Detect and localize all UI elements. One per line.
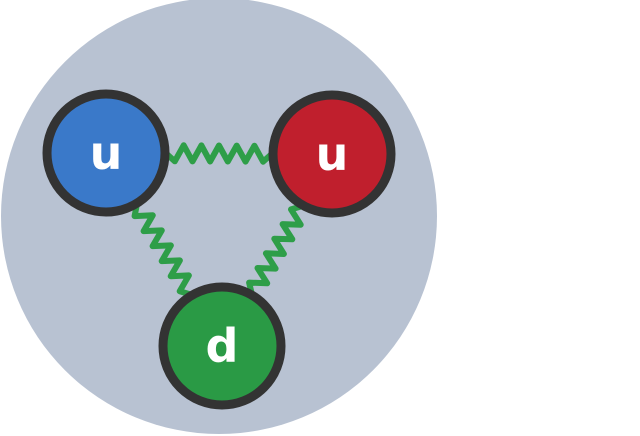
quark-up-red: u <box>268 90 396 218</box>
quark-label: d <box>206 319 239 373</box>
gluon-spring-u-u <box>163 142 275 165</box>
quark-body <box>268 90 396 218</box>
gluon-layer <box>131 142 306 298</box>
gluon-spring-u-d <box>131 201 195 298</box>
gluon-spring-u-d-right <box>246 203 306 297</box>
quark-body <box>158 282 286 410</box>
quark-label: u <box>316 127 349 181</box>
quark-label: u <box>90 126 123 180</box>
quark-body <box>42 89 170 217</box>
quark-up-blue: u <box>42 89 170 217</box>
quark-down-green: d <box>158 282 286 410</box>
